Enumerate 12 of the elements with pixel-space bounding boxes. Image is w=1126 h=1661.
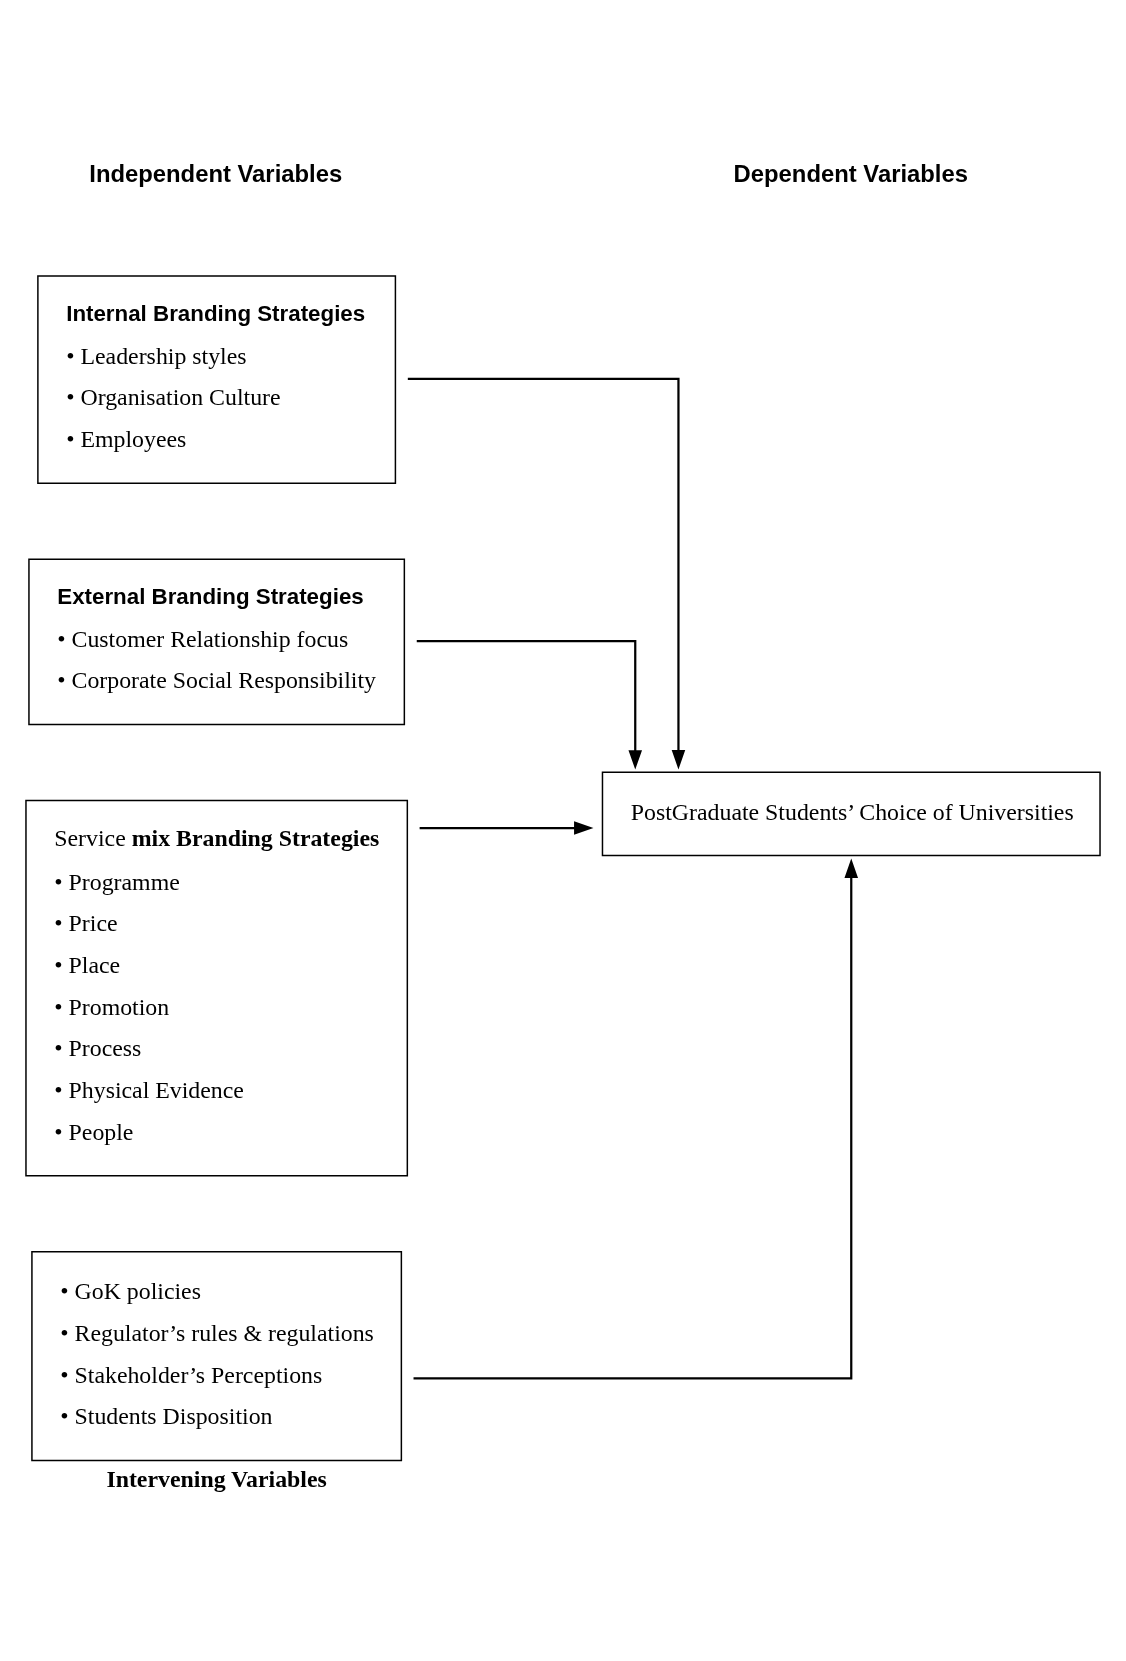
label: Dependent Variables xyxy=(733,159,968,187)
node-box: External Branding Strategies • Customer Relationship focus • Corporate Social Responsibility xyxy=(28,557,406,725)
arrow xyxy=(416,639,643,770)
arrow xyxy=(407,377,686,769)
arrow xyxy=(419,820,594,835)
node-box: Internal Branding Strategies • Leadership styles • Organisation Culture • Employees xyxy=(37,274,397,484)
node-box: PostGraduate Students’ Choice of Universities xyxy=(601,770,1101,856)
node-box: • GoK policies • Regulator’s rules & regulations • Stakeholder’s Perceptions • Students Disposition xyxy=(31,1250,403,1461)
label: Independent Variables xyxy=(89,159,343,187)
arrow xyxy=(413,858,859,1380)
node-label: Intervening Variables xyxy=(106,1465,327,1492)
node-box: Service mix Branding Strategies • Programme • Price • Place • Promotion • Process • Physical Evidence • People xyxy=(25,799,409,1177)
